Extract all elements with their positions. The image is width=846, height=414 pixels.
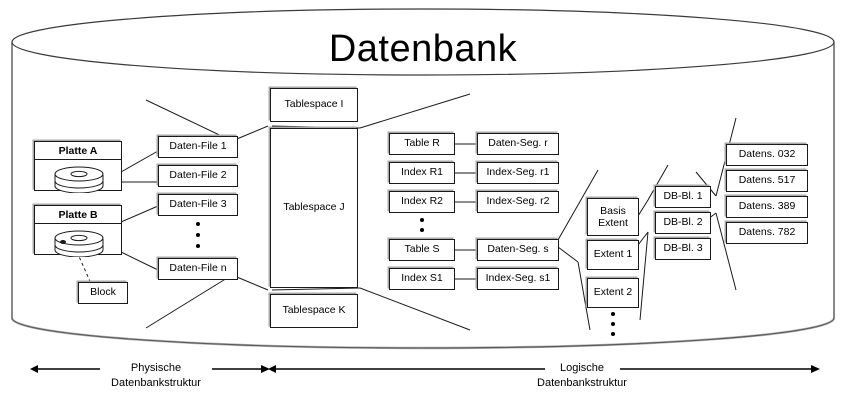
segment-box-index-r1[interactable]: Index-Seg. r1 [477,162,559,184]
extent-box-basis[interactable]: Basis Extent [587,198,639,236]
axis-label-physical-line-1: Physische [130,362,182,374]
db-block-box-1[interactable]: DB-Bl. 1 [655,186,711,208]
disk-platter-icon [35,160,121,193]
block-box[interactable]: Block [78,282,128,304]
segment-box-daten-s[interactable]: Daten-Seg. s [477,239,559,261]
axis-label-physical: Physische Datenbankstruktur [104,361,208,391]
connector-lines-files-tablespaces [145,99,269,329]
disk-platte-a-label: Platte A [35,142,121,160]
datafile-box-n[interactable]: Daten-File n [158,258,238,280]
segment-box-daten-r[interactable]: Daten-Seg. r [477,133,559,155]
object-box-index-r1[interactable]: Index R1 [389,162,455,184]
disk-platte-b[interactable]: Platte B [34,205,122,257]
extent-basis-line-2: Extent [598,217,628,229]
object-box-table-r[interactable]: Table R [389,133,455,155]
object-box-index-r2[interactable]: Index R2 [389,191,455,213]
datafile-box-2[interactable]: Daten-File 2 [158,165,238,187]
extent-basis-line-1: Basis [600,204,626,217]
record-box-517[interactable]: Datens. 517 [726,170,808,192]
record-box-032[interactable]: Datens. 032 [726,144,808,166]
disk-platte-b-label: Platte B [35,206,121,224]
record-box-782[interactable]: Datens. 782 [726,222,808,244]
segment-box-index-s1[interactable]: Index-Seg. s1 [477,268,559,290]
db-block-box-3[interactable]: DB-Bl. 3 [655,238,711,260]
datafile-box-3[interactable]: Daten-File 3 [158,194,238,216]
disk-platter-icon [35,224,121,257]
datafile-ellipsis-icon [191,222,205,248]
tablespace-box-j[interactable]: Tablespace J [270,128,358,288]
object-box-table-s[interactable]: Table S [389,239,455,261]
axis-label-physical-line-2: Datenbankstruktur [111,376,201,389]
datafile-box-1[interactable]: Daten-File 1 [158,136,238,158]
extent-box-2[interactable]: Extent 2 [587,278,639,308]
axis-label-logical: Logische Datenbankstruktur [530,361,634,391]
axis-label-logical-line-2: Datenbankstruktur [537,376,627,389]
object-box-index-s1[interactable]: Index S1 [389,268,455,290]
disk-platte-a[interactable]: Platte A [34,141,122,193]
tablespace-box-k[interactable]: Tablespace K [270,294,358,328]
db-block-box-2[interactable]: DB-Bl. 2 [655,212,711,234]
connector-lines-tablespaces-objects [271,93,471,331]
extent-ellipsis-icon [606,312,620,336]
extent-box-1[interactable]: Extent 1 [587,240,639,270]
axis-label-logical-line-1: Logische [559,362,605,374]
connector-lines-objects-segments [455,143,477,280]
segment-box-index-r2[interactable]: Index-Seg. r2 [477,191,559,213]
diagram-title: Datenbank [328,28,518,70]
tablespace-box-i[interactable]: Tablespace I [270,88,358,122]
record-box-389[interactable]: Datens. 389 [726,196,808,218]
connector-lines-segments-extents [557,169,599,331]
